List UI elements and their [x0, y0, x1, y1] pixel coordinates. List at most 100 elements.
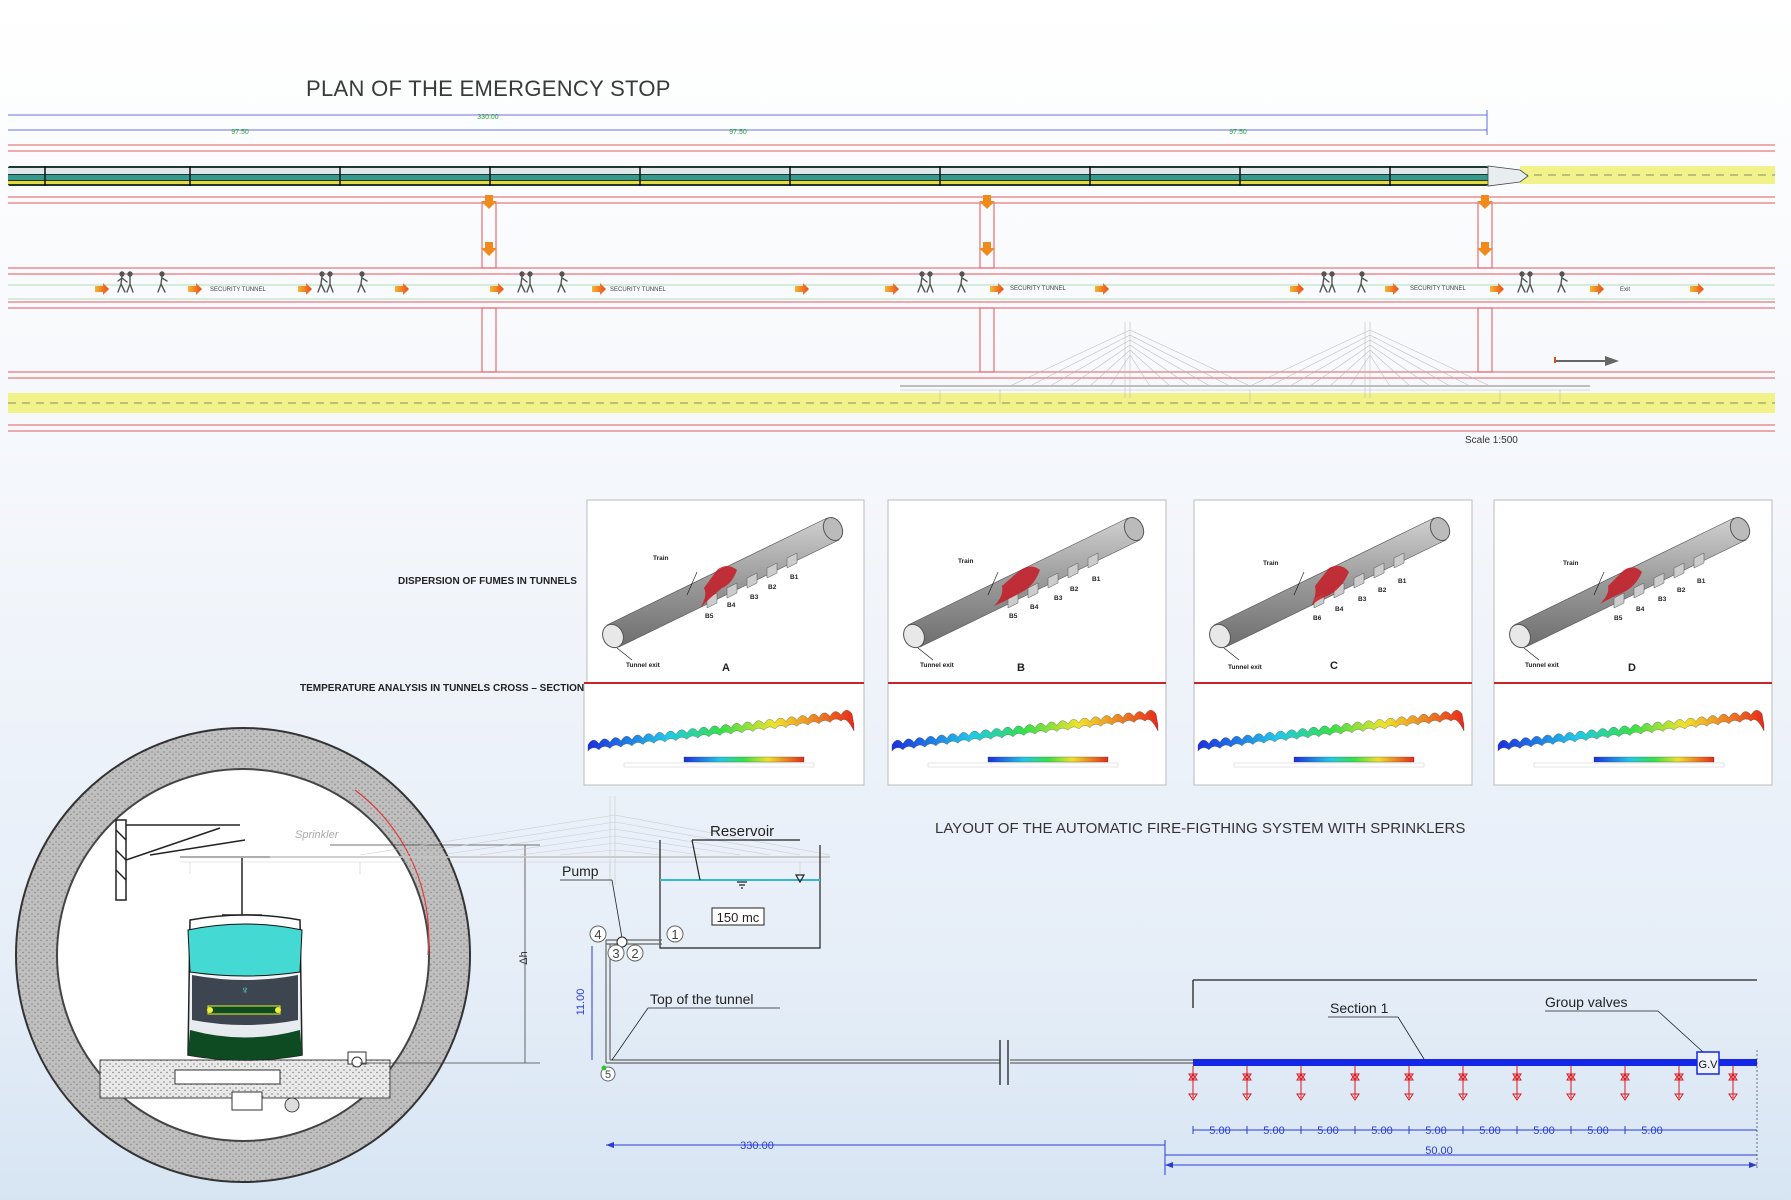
- train-label: Train: [958, 558, 974, 565]
- fire-system-layout: Reservoir 150 mc Pump 1 2 3 4: [180, 796, 1758, 1175]
- dim-arrow: [1165, 1162, 1173, 1168]
- heatmap: [1197, 710, 1465, 768]
- gv-label: G.V: [1699, 1059, 1719, 1071]
- b5-label: B5: [1009, 613, 1018, 620]
- sprinkler-label: Sprinkler: [295, 829, 340, 841]
- b3-label: B3: [750, 594, 759, 601]
- b4-label: B4: [1030, 604, 1039, 611]
- tunnel-model: [602, 517, 844, 661]
- height-dim-label: 11.00: [575, 989, 587, 1016]
- evacuation-down-arrows: [481, 195, 1493, 256]
- train-label: Train: [1263, 560, 1279, 567]
- security-tunnel-label: SECURITY TUNNEL: [610, 287, 666, 293]
- sprinkler-icon: [1566, 1066, 1576, 1101]
- group-valves-leader: [1657, 1010, 1704, 1053]
- b2-label: B2: [768, 584, 777, 591]
- tunnel-cross-section: ♆ Δh Sprinkler: [15, 727, 540, 1183]
- top-of-tunnel-label: Top of the tunnel: [650, 991, 754, 1007]
- tunnel-model: [1209, 517, 1451, 661]
- b1-label: B1: [1092, 576, 1101, 583]
- heatmap: [1497, 710, 1765, 768]
- temperature-maps: [587, 710, 1765, 768]
- tunnel-models: [602, 517, 1751, 661]
- drain: [231, 1091, 263, 1111]
- b2-label: B2: [1677, 587, 1686, 594]
- panel-letter-a: A: [722, 662, 730, 674]
- sprinkler-heads: [1188, 1066, 1738, 1101]
- section-label: Section 1: [1330, 1000, 1389, 1016]
- delta-h-label: Δh: [518, 951, 530, 964]
- train-top-view: [8, 165, 1529, 187]
- train-front-icon: ♆: [187, 914, 303, 1061]
- heatmap: [891, 710, 1159, 768]
- b3-label: B3: [1358, 596, 1367, 603]
- pipe-nodes: [589, 925, 684, 1082]
- tunnel-exit-label: Tunnel exit: [1525, 662, 1560, 669]
- evacuating-people-icons: [117, 271, 1568, 293]
- sprinkler-icon: [1350, 1066, 1360, 1101]
- sprinkler-icon: [1188, 1066, 1198, 1101]
- spacing-label: 5.00: [1317, 1125, 1338, 1137]
- plan-dimensions: [8, 110, 1488, 135]
- plan-dim-1: 97.50: [231, 129, 249, 136]
- plan-title: PLAN OF THE EMERGENCY STOP: [306, 76, 671, 101]
- pipe-break: [999, 1040, 1009, 1085]
- b1-label: B1: [1697, 578, 1706, 585]
- spacing-label: 5.00: [1533, 1125, 1554, 1137]
- node-1: 1: [671, 927, 678, 942]
- node-5: 5: [605, 1069, 611, 1081]
- security-tunnel-arrows: [95, 283, 1704, 295]
- plan-drawing: 330.00 97.50 97.50 97.50: [8, 110, 1775, 432]
- node-2: 2: [631, 946, 638, 961]
- sprinkler-icon: [1458, 1066, 1468, 1101]
- pump-label: Pump: [562, 863, 599, 879]
- b4-label: B4: [727, 602, 736, 609]
- tunnel-exit-label: Tunnel exit: [626, 662, 661, 669]
- exit-arrow-icon: [1555, 356, 1619, 366]
- sprinkler-icon: [1296, 1066, 1306, 1101]
- sprinkler-icon: [1674, 1066, 1684, 1101]
- sprinkler-icon: [1620, 1066, 1630, 1101]
- tunnel-model: [903, 517, 1145, 661]
- train-label: Train: [1563, 560, 1579, 567]
- spacing-label: 5.00: [1209, 1125, 1230, 1137]
- scale-label: Scale 1:500: [1465, 435, 1518, 446]
- supply-pipe: [605, 939, 1195, 1064]
- reservoir-tank: [659, 839, 821, 949]
- b4-label: B4: [1335, 606, 1344, 613]
- drain-pipe-icon: [284, 1097, 300, 1113]
- b5-label: B5: [1614, 615, 1623, 622]
- tunnel-exit-label: Tunnel exit: [1228, 664, 1263, 671]
- b2-label: B2: [1070, 586, 1079, 593]
- spacing-label: 5.00: [1479, 1125, 1500, 1137]
- reservoir-label: Reservoir: [710, 823, 774, 840]
- total-length-label: 330.00: [740, 1140, 774, 1152]
- plan-dim-2: 97.50: [729, 129, 747, 136]
- bridge-watermark: [900, 322, 1590, 404]
- catenary-mast-icon: [115, 819, 270, 916]
- temperature-label: TEMPERATURE ANALYSIS IN TUNNELS CROSS – …: [300, 683, 585, 694]
- sprinkler-line: [354, 789, 430, 956]
- panel-letter-c: C: [1330, 660, 1338, 672]
- spacing-label: 5.00: [1641, 1125, 1662, 1137]
- pipe-icon: [351, 1056, 363, 1068]
- spacing-label: 5.00: [1263, 1125, 1284, 1137]
- b4-label: B4: [1636, 606, 1645, 613]
- plan-dim-3: 97.50: [1229, 129, 1247, 136]
- pump-leader: [611, 879, 623, 939]
- b2-label: B2: [1378, 587, 1387, 594]
- sprinkler-icon: [1242, 1066, 1252, 1101]
- tunnel-exit-label: Tunnel exit: [920, 662, 955, 669]
- heatmap: [587, 710, 855, 768]
- sprinkler-icon: [1512, 1066, 1522, 1101]
- tunnel-model: [1509, 517, 1751, 661]
- bridge-watermark: [180, 796, 831, 885]
- sprinkler-icon: [1728, 1066, 1738, 1101]
- b1-label: B1: [790, 574, 799, 581]
- b1-label: B1: [1398, 578, 1407, 585]
- b6-label: B6: [1313, 615, 1322, 622]
- sleeper: [174, 1069, 281, 1085]
- group-valve-icon: [1696, 1051, 1720, 1075]
